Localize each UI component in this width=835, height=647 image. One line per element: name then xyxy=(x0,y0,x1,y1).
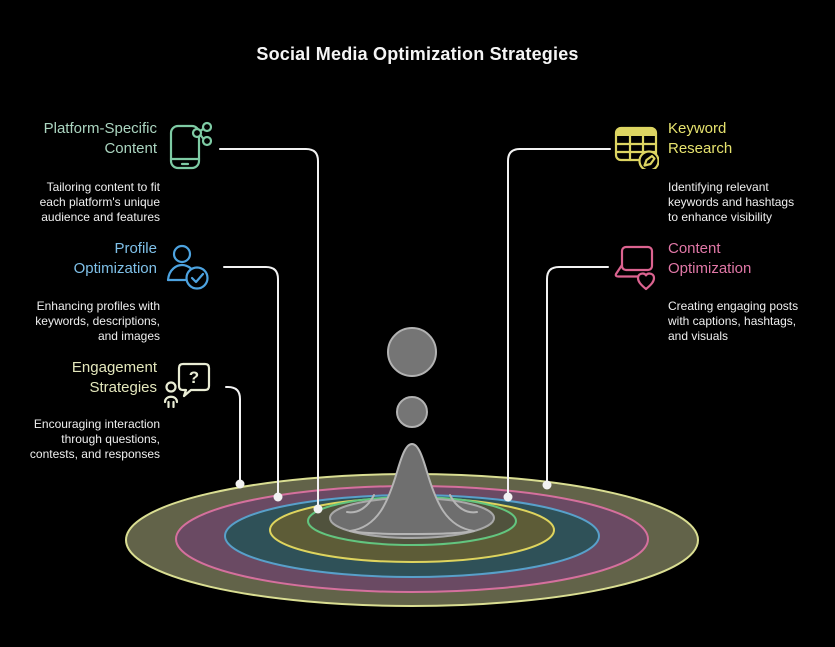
description-line: each platform's unique xyxy=(39,195,160,209)
connector-keyword-research xyxy=(507,148,611,494)
droplet-large xyxy=(387,327,437,377)
person-check-icon xyxy=(165,242,209,290)
heading-engagement-strategies: Engagement Strategies xyxy=(0,358,157,398)
person-question-icon: ? xyxy=(163,360,211,408)
connector-dot-profile-optimization xyxy=(273,492,283,502)
laptop-heart-icon xyxy=(613,243,659,291)
description-keyword-research: Identifying relevant keywords and hashta… xyxy=(668,180,828,225)
svg-text:?: ? xyxy=(189,368,199,387)
connector-dot-platform-specific-content xyxy=(313,504,323,514)
heading-content-optimization: Content Optimization xyxy=(668,239,833,279)
heading-profile-optimization: Profile Optimization xyxy=(0,239,157,279)
droplet-small xyxy=(396,396,428,428)
description-line: keywords and hashtags xyxy=(668,195,795,209)
heading-line: Content xyxy=(668,240,721,257)
phone-share-icon xyxy=(166,120,212,170)
connector-dot-engagement-strategies xyxy=(235,479,245,489)
connector-dot-keyword-research xyxy=(503,492,513,502)
table-edit-icon xyxy=(613,123,659,169)
connector-dot-content-optimization xyxy=(542,480,552,490)
description-profile-optimization: Enhancing profiles with keywords, descri… xyxy=(0,299,160,344)
description-line: through questions, xyxy=(61,432,160,446)
description-line: Identifying relevant xyxy=(668,180,769,194)
description-platform-specific-content: Tailoring content to fit each platform's… xyxy=(0,180,160,225)
description-content-optimization: Creating engaging posts with captions, h… xyxy=(668,299,828,344)
heading-line: Optimization xyxy=(668,260,752,277)
heading-keyword-research: Keyword Research xyxy=(668,119,833,159)
connector-profile-optimization xyxy=(223,266,279,494)
heading-platform-specific-content: Platform-Specific Content xyxy=(0,119,157,159)
connector-engagement-strategies xyxy=(225,386,241,481)
heading-line: Research xyxy=(668,140,733,157)
description-line: Tailoring content to fit xyxy=(46,180,160,194)
description-line: and images xyxy=(97,329,160,343)
description-line: to enhance visibility xyxy=(668,210,773,224)
connector-lines xyxy=(219,148,611,514)
page-title: Social Media Optimization Strategies xyxy=(256,44,579,64)
description-line: Enhancing profiles with xyxy=(36,299,160,313)
description-line: and visuals xyxy=(668,329,729,343)
heading-line: Profile xyxy=(114,240,157,257)
description-line: Encouraging interaction xyxy=(33,417,160,431)
description-line: contests, and responses xyxy=(29,447,160,461)
heading-line: Optimization xyxy=(73,260,157,277)
splash-curl-right xyxy=(449,494,478,514)
heading-line: Engagement xyxy=(71,359,157,376)
heading-line: Content xyxy=(104,140,157,157)
splash-column xyxy=(349,443,475,535)
heading-line: Strategies xyxy=(89,379,157,396)
description-line: with captions, hashtags, xyxy=(668,314,797,328)
description-line: Creating engaging posts xyxy=(668,299,799,313)
splash-curl-left xyxy=(346,494,375,514)
description-line: keywords, descriptions, xyxy=(35,314,160,328)
heading-line: Platform-Specific xyxy=(43,120,157,137)
description-line: audience and features xyxy=(41,210,160,224)
description-engagement-strategies: Encouraging interaction through question… xyxy=(0,417,160,462)
connector-platform-specific-content xyxy=(219,148,319,506)
heading-line: Keyword xyxy=(668,120,727,137)
connector-content-optimization xyxy=(546,266,609,482)
